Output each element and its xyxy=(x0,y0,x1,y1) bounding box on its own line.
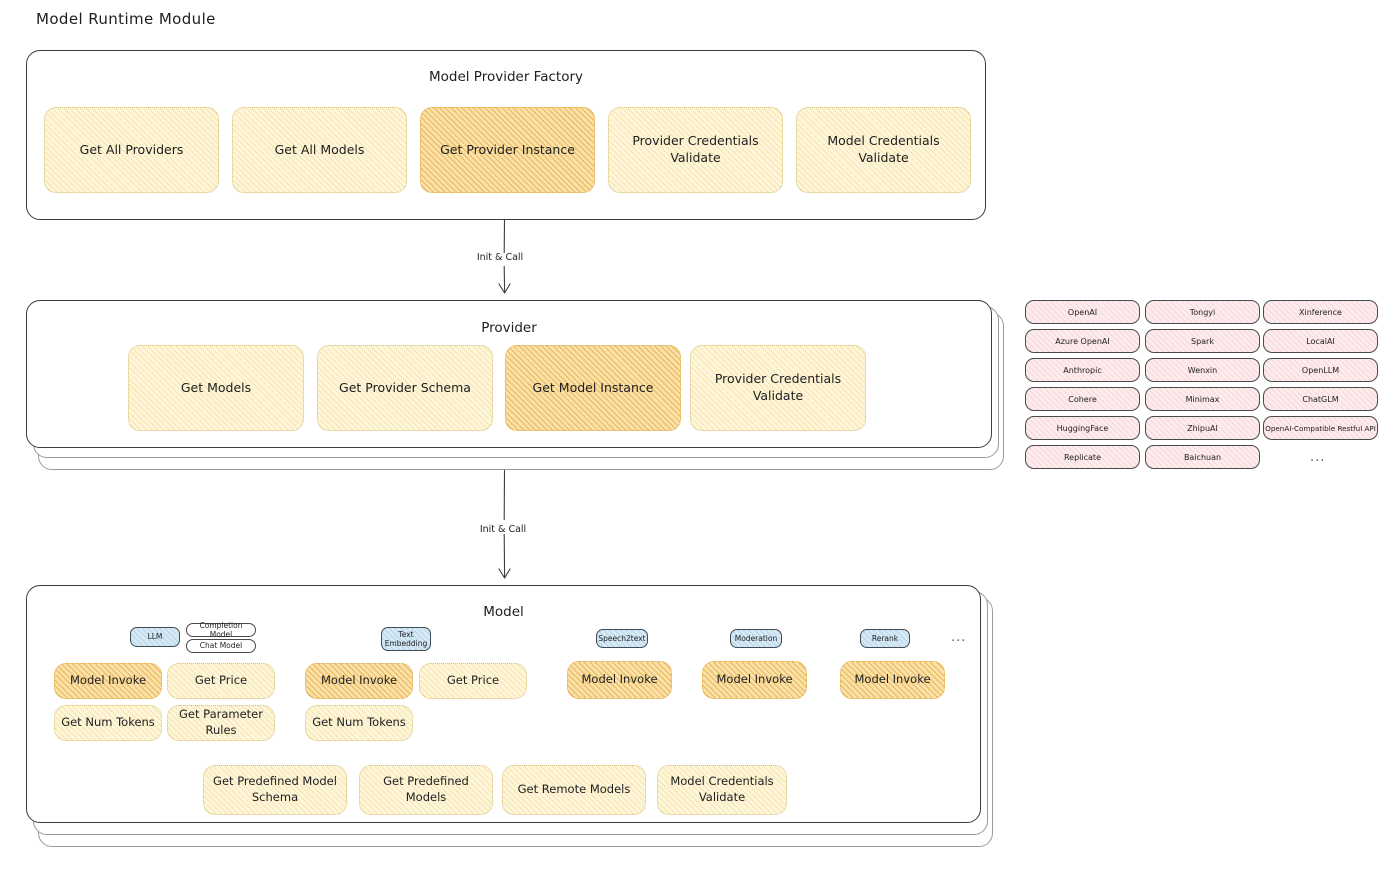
provider-tag-anthropic[interactable]: Anthropic xyxy=(1025,358,1140,382)
arrow-provider-to-model xyxy=(460,469,550,585)
arrow-1-label: Init & Call xyxy=(476,252,524,263)
model-common-node-model-credentials-validate[interactable]: Model Credentials Validate xyxy=(657,765,787,815)
model-type-chip-text-embedding[interactable]: Text Embedding xyxy=(381,627,431,651)
arrow-2-label: Init & Call xyxy=(479,524,527,535)
llm-node-get-parameter-rules[interactable]: Get Parameter Rules xyxy=(167,705,275,741)
provider-node-get-provider-schema[interactable]: Get Provider Schema xyxy=(317,345,493,431)
provider-title: Provider xyxy=(481,320,537,336)
provider-tag-tongyi[interactable]: Tongyi xyxy=(1145,300,1260,324)
factory-node-get-provider-instance[interactable]: Get Provider Instance xyxy=(420,107,595,193)
provider-tag-xinference[interactable]: Xinference xyxy=(1263,300,1378,324)
llm-node-model-invoke[interactable]: Model Invoke xyxy=(54,663,162,699)
speech2text-node-model-invoke[interactable]: Model Invoke xyxy=(567,661,672,699)
provider-tag-replicate[interactable]: Replicate xyxy=(1025,445,1140,469)
llm-node-get-price[interactable]: Get Price xyxy=(167,663,275,699)
text-embedding-node-get-num-tokens[interactable]: Get Num Tokens xyxy=(305,705,413,741)
provider-tag-wenxin[interactable]: Wenxin xyxy=(1145,358,1260,382)
model-common-node-get-remote-models[interactable]: Get Remote Models xyxy=(502,765,646,815)
arrow-1-svg xyxy=(498,219,511,294)
model-type-chip-moderation[interactable]: Moderation xyxy=(730,629,782,648)
arrow-factory-to-provider xyxy=(460,219,550,300)
model-subtype-chip-completion-model[interactable]: Completion Model xyxy=(186,621,256,639)
provider-node-get-model-instance[interactable]: Get Model Instance xyxy=(505,345,681,431)
provider-tag-cohere[interactable]: Cohere xyxy=(1025,387,1140,411)
model-provider-factory-title: Model Provider Factory xyxy=(428,69,583,85)
provider-list-more-ellipsis: ... xyxy=(1310,450,1326,465)
model-groups-more-ellipsis: ... xyxy=(951,630,967,645)
model-type-chip-llm[interactable]: LLM xyxy=(130,627,180,647)
model-common-node-get-predefined-model-schema[interactable]: Get Predefined Model Schema xyxy=(203,765,347,815)
provider-tag-openai[interactable]: OpenAI xyxy=(1025,300,1140,324)
provider-tag-chatglm[interactable]: ChatGLM xyxy=(1263,387,1378,411)
llm-node-get-num-tokens[interactable]: Get Num Tokens xyxy=(54,705,162,741)
provider-tag-azure-openai[interactable]: Azure OpenAI xyxy=(1025,329,1140,353)
model-title: Model xyxy=(483,604,524,620)
provider-tag-minimax[interactable]: Minimax xyxy=(1145,387,1260,411)
provider-tag-openai-compatible-restful-api[interactable]: OpenAI-Compatible Restful API xyxy=(1263,416,1378,440)
provider-node-get-models[interactable]: Get Models xyxy=(128,345,304,431)
provider-tag-localai[interactable]: LocalAI xyxy=(1263,329,1378,353)
model-common-node-get-predefined-models[interactable]: Get Predefined Models xyxy=(359,765,493,815)
factory-node-provider-credentials-validate[interactable]: Provider Credentials Validate xyxy=(608,107,783,193)
moderation-node-model-invoke[interactable]: Model Invoke xyxy=(702,661,807,699)
provider-tag-zhipuai[interactable]: ZhipuAI xyxy=(1145,416,1260,440)
rerank-node-model-invoke[interactable]: Model Invoke xyxy=(840,661,945,699)
provider-tag-baichuan[interactable]: Baichuan xyxy=(1145,445,1260,469)
provider-node-provider-credentials-validate[interactable]: Provider Credentials Validate xyxy=(690,345,866,431)
model-type-chip-rerank[interactable]: Rerank xyxy=(860,629,910,648)
model-type-chip-speech2text[interactable]: Speech2text xyxy=(596,629,648,648)
arrow-2-svg xyxy=(498,469,511,579)
provider-tag-spark[interactable]: Spark xyxy=(1145,329,1260,353)
factory-node-get-all-models[interactable]: Get All Models xyxy=(232,107,407,193)
provider-tag-openllm[interactable]: OpenLLM xyxy=(1263,358,1378,382)
text-embedding-node-model-invoke[interactable]: Model Invoke xyxy=(305,663,413,699)
text-embedding-node-get-price[interactable]: Get Price xyxy=(419,663,527,699)
model-subtype-chip-chat-model[interactable]: Chat Model xyxy=(186,639,256,653)
factory-node-model-credentials-validate[interactable]: Model Credentials Validate xyxy=(796,107,971,193)
provider-tag-huggingface[interactable]: HuggingFace xyxy=(1025,416,1140,440)
factory-node-get-all-providers[interactable]: Get All Providers xyxy=(44,107,219,193)
page-title: Model Runtime Module xyxy=(36,10,216,28)
